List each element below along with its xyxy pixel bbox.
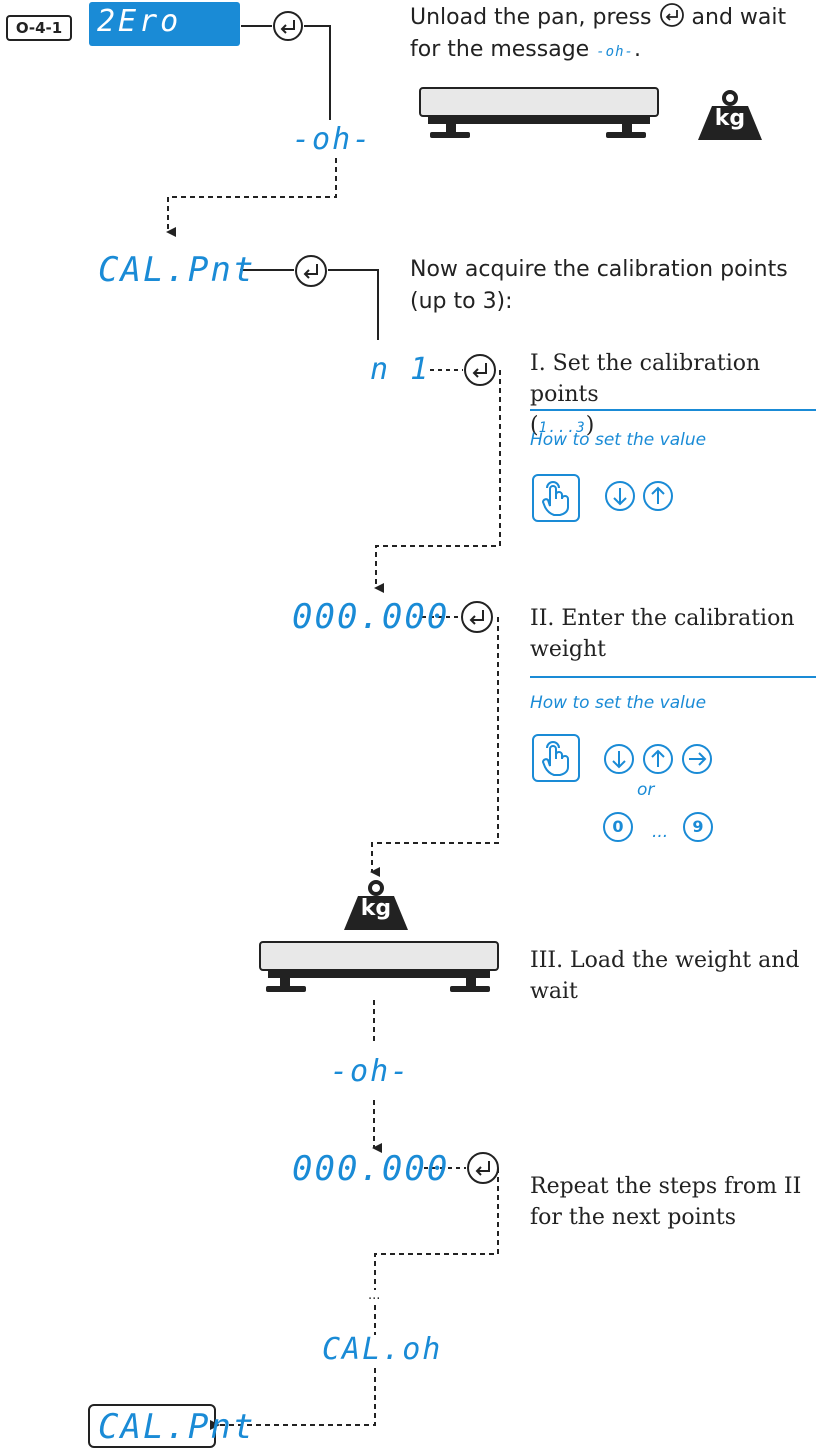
enter-icon[interactable] bbox=[460, 600, 494, 634]
enter-icon[interactable] bbox=[463, 353, 497, 387]
display-oh: -oh- bbox=[292, 122, 373, 157]
display-text: 2Ero bbox=[97, 4, 182, 39]
display-zero: 2Ero bbox=[89, 2, 240, 46]
arrow-right-icon[interactable] bbox=[681, 743, 713, 775]
hand-press-icon[interactable] bbox=[532, 734, 580, 782]
kg-label: kg bbox=[360, 896, 392, 921]
load-label-2: wait bbox=[530, 979, 578, 1004]
final-text: CAL.Pnt bbox=[98, 1407, 256, 1447]
display-caloh: CAL.oh bbox=[322, 1332, 443, 1367]
digit-key-last[interactable]: 9 bbox=[683, 812, 713, 842]
weight-label-1: II. Enter the calibration bbox=[530, 606, 795, 631]
load-label-1: III. Load the weight and bbox=[530, 948, 800, 973]
arrow-down-icon[interactable] bbox=[603, 743, 635, 775]
hand-press-icon[interactable] bbox=[532, 474, 580, 522]
enter-icon[interactable] bbox=[466, 1151, 500, 1185]
display-oh: -oh- bbox=[330, 1054, 411, 1089]
weight-kg-icon: kg bbox=[694, 90, 766, 142]
zero-instruction: Unload the pan, press and wait for the m… bbox=[410, 2, 786, 68]
display-weight-repeat: 000.000 bbox=[292, 1149, 450, 1189]
scale-pan-icon bbox=[419, 87, 659, 138]
n1-label: I. Set the calibration points (1...3) bbox=[530, 348, 831, 444]
calpnt-text-1: Now acquire the calibration points bbox=[410, 257, 788, 282]
divider bbox=[530, 676, 816, 678]
display-n1: n 1 bbox=[370, 352, 431, 387]
weight-label-2: weight bbox=[530, 637, 606, 662]
zero-text-1: Unload the pan, press bbox=[410, 5, 652, 30]
arrow-up-icon[interactable] bbox=[642, 743, 674, 775]
arrow-up-icon[interactable] bbox=[642, 480, 674, 512]
display-calpnt: CAL.Pnt bbox=[98, 250, 256, 290]
kg-label: kg bbox=[714, 106, 746, 131]
enter-icon[interactable] bbox=[272, 10, 304, 42]
zero-msg: -oh- bbox=[596, 44, 634, 60]
calpnt-text-2: (up to 3): bbox=[410, 289, 513, 314]
arrow-down-icon[interactable] bbox=[604, 480, 636, 512]
repeat-label-2: for the next points bbox=[530, 1205, 737, 1230]
enter-icon bbox=[659, 3, 684, 27]
n1-label-1: I. Set the calibration points bbox=[530, 351, 761, 407]
display-weight: 000.000 bbox=[292, 597, 450, 637]
calpnt-instruction: Now acquire the calibration points (up t… bbox=[410, 254, 788, 318]
zero-text-1b: and wait bbox=[691, 5, 787, 30]
weight-kg-icon: kg bbox=[340, 880, 412, 932]
load-label: III. Load the weight and wait bbox=[530, 945, 799, 1007]
weight-label: II. Enter the calibration weight bbox=[530, 603, 795, 665]
digit-key-first[interactable]: 0 bbox=[603, 812, 633, 842]
ellipsis-label: ... bbox=[652, 822, 669, 842]
display-calpnt-final: CAL.Pnt bbox=[88, 1404, 253, 1448]
n1-range: 1...3 bbox=[538, 420, 586, 436]
n1-label-close: ) bbox=[585, 413, 595, 438]
enter-icon[interactable] bbox=[294, 254, 328, 288]
or-label: or bbox=[637, 780, 655, 800]
scale-pan-icon bbox=[259, 941, 499, 992]
zero-period: . bbox=[633, 37, 641, 62]
continuation-dots: ... bbox=[368, 1288, 381, 1303]
n1-howto: How to set the value bbox=[530, 430, 707, 450]
divider bbox=[530, 409, 816, 411]
zero-text-2: for the message bbox=[410, 37, 590, 62]
weight-howto: How to set the value bbox=[530, 693, 707, 713]
step-badge: O-4-1 bbox=[6, 15, 72, 41]
repeat-label-1: Repeat the steps from II bbox=[530, 1174, 802, 1199]
repeat-label: Repeat the steps from II for the next po… bbox=[530, 1171, 801, 1233]
n1-label-open: ( bbox=[530, 413, 539, 438]
